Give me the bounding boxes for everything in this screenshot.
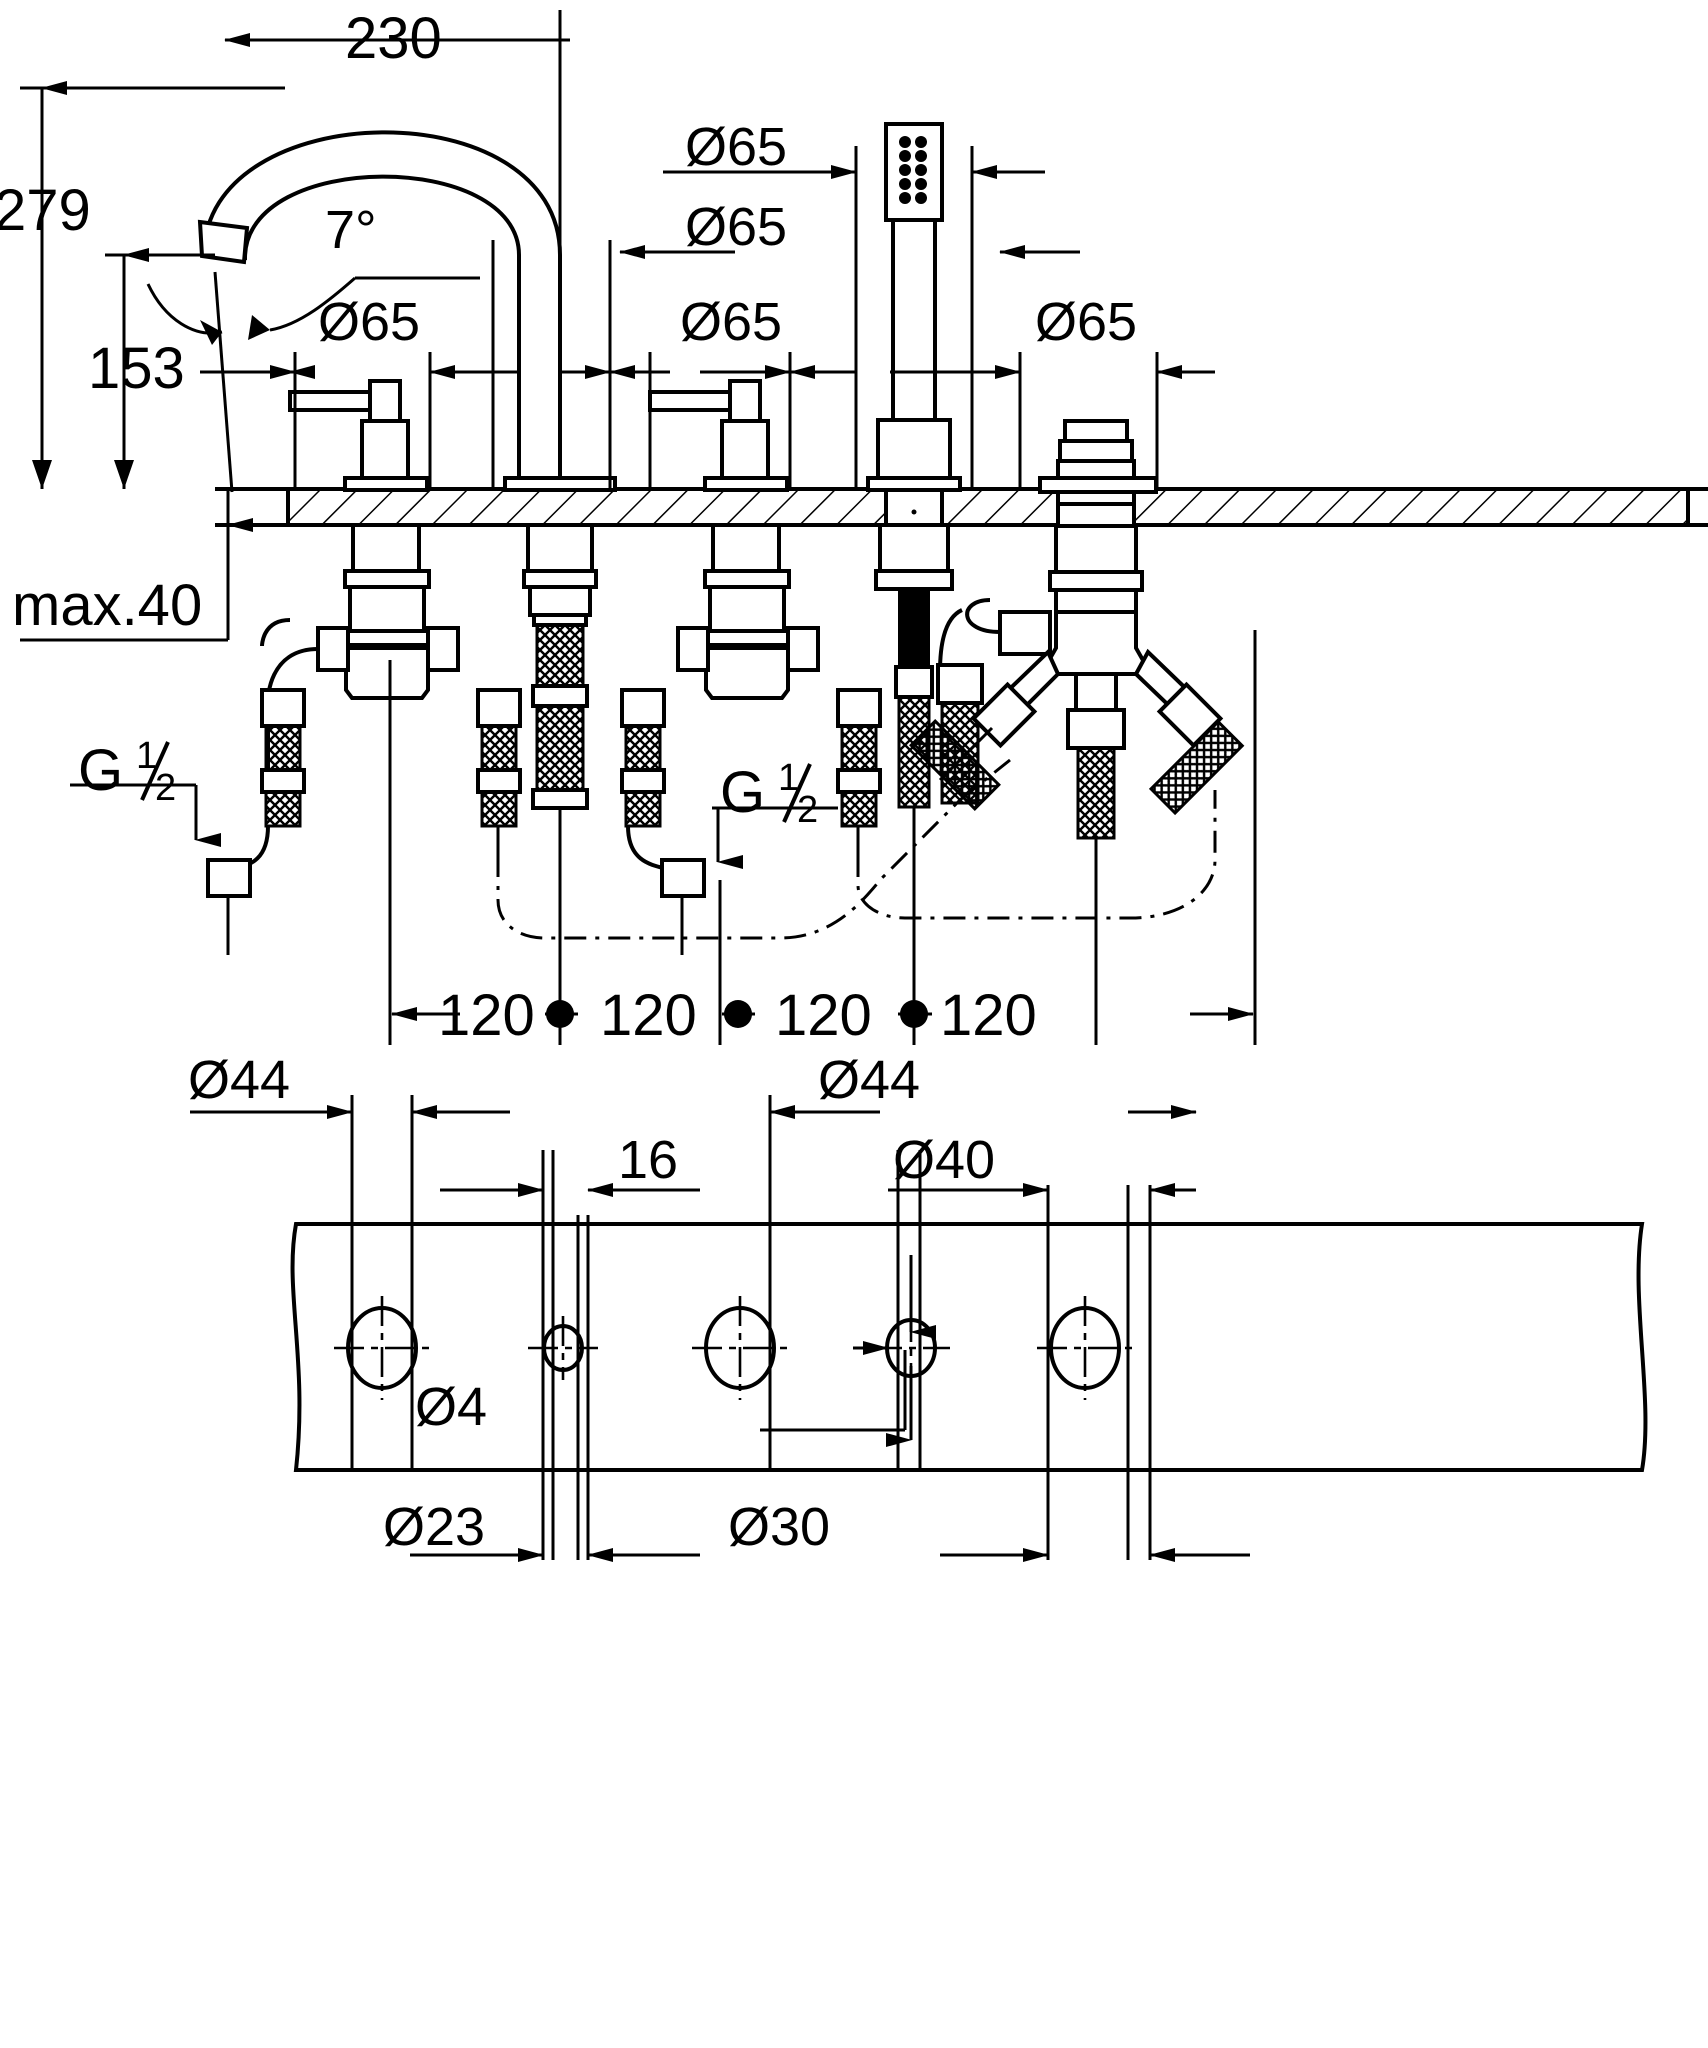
label-g-left: G (78, 738, 123, 803)
dim-65-left-handle: Ø65 (318, 292, 420, 352)
spray-face-icon (899, 136, 927, 204)
diverter-assembly (909, 419, 1245, 955)
dim-120-2: 120 (600, 983, 697, 1048)
dim-65-handshower-top: Ø65 (685, 197, 787, 257)
dim-max40 (20, 490, 253, 642)
dim-g-half-leaders (70, 783, 838, 869)
hose-routing-leaders (496, 758, 1217, 940)
label-g-left-den: 2 (155, 767, 176, 809)
label-g-right: G (720, 760, 765, 825)
dim-arrows-65 (200, 165, 1215, 379)
dim-65-diverter: Ø65 (1035, 292, 1137, 352)
lower-plan-view (190, 1095, 1648, 1562)
upper-elevation-view (197, 122, 1708, 955)
right-handle-assembly (620, 379, 882, 955)
label-g-left-num: 1 (136, 735, 157, 777)
dim-chain-120 (388, 630, 1257, 1045)
dim-153: 153 (88, 336, 185, 401)
dim-65-right-handle: Ø65 (680, 292, 782, 352)
dim-16: 16 (618, 1130, 678, 1190)
dim-279: 279 (0, 178, 91, 243)
label-g-right-den: 2 (797, 789, 818, 831)
dim-angle-7: 7° (325, 200, 377, 260)
dim-65-spout-top: Ø65 (685, 117, 787, 177)
g-half-left-group: G 1 2 (78, 735, 176, 809)
dim-120-4: 120 (940, 983, 1037, 1048)
dim-44-right: Ø44 (818, 1050, 920, 1110)
dimension-lines-upper (20, 10, 570, 493)
dim-230: 230 (345, 6, 442, 71)
label-g-right-num: 1 (778, 757, 799, 799)
dimension-text-group: 230 279 153 7° Ø65 Ø65 Ø65 Ø65 Ø65 max.4… (0, 6, 1137, 1557)
dim-max-40: max.40 (12, 573, 202, 638)
dim-120-1: 120 (438, 983, 535, 1048)
dim-23: Ø23 (383, 1497, 485, 1557)
dim-4: Ø4 (415, 1377, 487, 1437)
dim-44-left: Ø44 (188, 1050, 290, 1110)
hand-shower-assembly (866, 122, 962, 955)
g-half-right-group: G 1 2 (720, 757, 818, 831)
left-handle-assembly (206, 379, 522, 955)
plan-extension-lines (350, 1095, 1152, 1560)
dim-30: Ø30 (728, 1497, 830, 1557)
dim-120-3: 120 (775, 983, 872, 1048)
deck-section (215, 487, 1708, 527)
dim-40: Ø40 (893, 1130, 995, 1190)
plan-dim-arrows (190, 1105, 1250, 1562)
